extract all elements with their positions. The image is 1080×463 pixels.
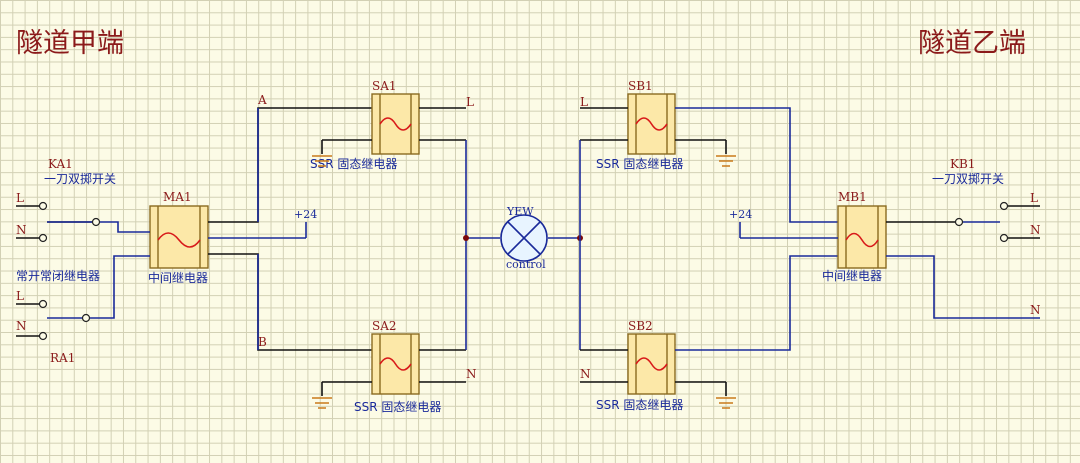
title-tunnel-b: 隧道乙端 bbox=[918, 28, 1026, 59]
mb1-wiring bbox=[739, 221, 1040, 319]
ground-icon bbox=[312, 397, 332, 409]
sa2-wiring bbox=[321, 238, 467, 396]
sb2-wiring bbox=[579, 238, 838, 396]
kb1-label: KB1 bbox=[950, 157, 975, 171]
sb1-in-label: L bbox=[580, 95, 588, 109]
right-n-label: N bbox=[1030, 303, 1041, 317]
ka1-switch bbox=[16, 201, 101, 243]
sa2-relay bbox=[371, 333, 420, 395]
ground-icon bbox=[716, 155, 736, 167]
ra1-switch bbox=[16, 299, 91, 341]
sb1-label: SB1 bbox=[628, 79, 653, 93]
ground-icon bbox=[312, 155, 332, 167]
sb2-relay bbox=[627, 333, 676, 395]
sa2-desc: SSR 固态继电器 bbox=[354, 400, 441, 414]
ra1-n-label: N bbox=[16, 319, 27, 333]
kb1-n-label: N bbox=[1030, 223, 1041, 237]
kb1-desc: 一刀双掷开关 bbox=[932, 171, 1004, 186]
sb1-desc: SSR 固态继电器 bbox=[596, 157, 683, 171]
kb1-l-label: L bbox=[1030, 191, 1038, 205]
lamp-icon bbox=[500, 214, 548, 262]
supply-left-label: +24 bbox=[294, 208, 317, 221]
ma1-label: MA1 bbox=[163, 190, 192, 204]
ma1-relay bbox=[149, 205, 209, 269]
ma1-desc: 中间继电器 bbox=[148, 270, 208, 285]
ground-icon bbox=[716, 397, 736, 409]
ra1-desc: 常开常闭继电器 bbox=[16, 269, 100, 283]
ka1-desc: 一刀双掷开关 bbox=[44, 171, 116, 186]
supply-right-label: +24 bbox=[729, 208, 752, 221]
wire-label-b: B bbox=[258, 335, 267, 349]
sa2-out-label: N bbox=[466, 367, 477, 381]
sa1-desc: SSR 固态继电器 bbox=[310, 157, 397, 171]
kb1-switch bbox=[954, 201, 1040, 243]
wire-label-a: A bbox=[257, 93, 267, 107]
ka1-label: KA1 bbox=[48, 157, 73, 171]
sa1-out-label: L bbox=[466, 95, 474, 109]
sa1-wiring bbox=[321, 107, 467, 238]
ka1-l-label: L bbox=[16, 191, 24, 205]
sb1-relay bbox=[627, 93, 676, 155]
ka1-n-label: N bbox=[16, 223, 27, 237]
sa1-label: SA1 bbox=[372, 79, 397, 93]
sb2-desc: SSR 固态继电器 bbox=[596, 398, 683, 412]
sa2-label: SA2 bbox=[372, 319, 397, 333]
lamp-bottom-label: control bbox=[506, 258, 546, 271]
mb1-desc: 中间继电器 bbox=[822, 268, 882, 283]
sa1-relay bbox=[371, 93, 420, 155]
ra1-label: RA1 bbox=[50, 351, 75, 365]
lamp-top-label: YEW bbox=[506, 205, 534, 218]
mb1-relay bbox=[837, 205, 887, 269]
title-tunnel-a: 隧道甲端 bbox=[16, 28, 124, 59]
sb2-in-label: N bbox=[580, 367, 591, 381]
sb2-label: SB2 bbox=[628, 319, 653, 333]
ra1-l-label: L bbox=[16, 289, 24, 303]
ma1-wiring bbox=[90, 107, 372, 351]
mb1-label: MB1 bbox=[838, 190, 867, 204]
sb1-wiring bbox=[579, 107, 838, 238]
